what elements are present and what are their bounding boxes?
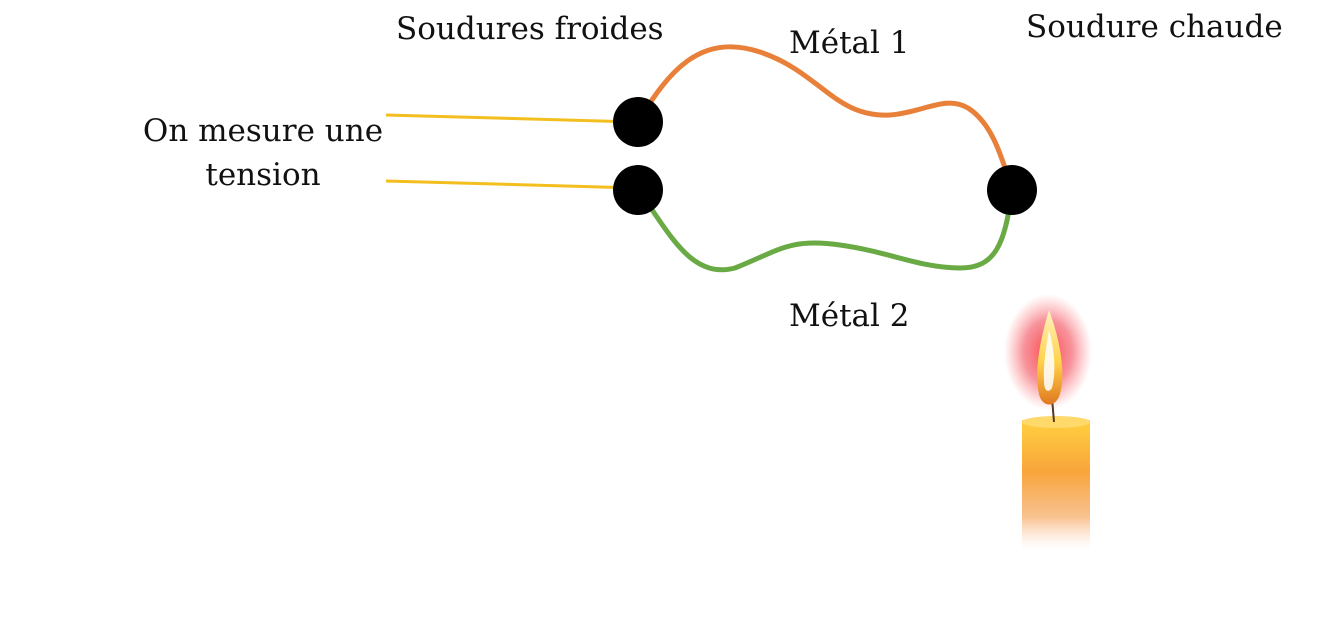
metal2-label: Métal 2 (789, 298, 910, 334)
voltage-measurement-label: On mesure une tension (133, 109, 393, 197)
metal1-wire (635, 44, 1015, 193)
hot-junction-dot (987, 165, 1037, 215)
measure-label-line2: tension (205, 157, 321, 193)
metal1-label: Métal 1 (789, 25, 910, 61)
metal2-wire (635, 187, 1015, 273)
candle-icon (1004, 294, 1092, 550)
measure-label-line1: On mesure une (142, 113, 384, 149)
cold-junction-top-dot (613, 97, 663, 147)
hot-junction-label: Soudure chaude (1026, 9, 1283, 45)
cold-junctions-label: Soudures froides (396, 11, 664, 47)
cold-junction-bottom-dot (613, 165, 663, 215)
lead-wire-top (385, 113, 639, 124)
lead-wire-bottom (385, 179, 639, 190)
